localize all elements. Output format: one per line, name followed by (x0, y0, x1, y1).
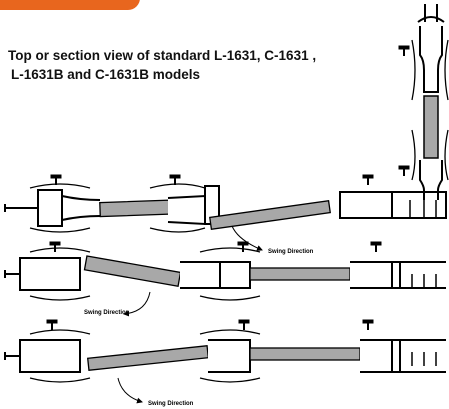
screw-icon (398, 165, 410, 176)
screw-icon (398, 45, 410, 56)
screw-icon (362, 174, 374, 185)
screw-icon (362, 319, 374, 330)
swing-label-2: Swing Direction (84, 310, 130, 316)
screw-icon (50, 174, 62, 185)
screw-icon (169, 174, 181, 185)
swing-label-1: Swing Direction (268, 249, 314, 255)
screw-icon (46, 319, 58, 330)
screw-icon (237, 241, 249, 252)
door-row-1 (4, 183, 447, 233)
door-row-2 (4, 247, 446, 301)
screw-icon (370, 241, 382, 252)
swing-arrow-1 (231, 225, 263, 251)
diagram-title: Top or section view of standard L-1631, … (8, 46, 388, 84)
screw-icon (49, 241, 61, 252)
swing-arrow-2 (123, 291, 151, 317)
screw-icon (238, 319, 250, 330)
title-line-1: Top or section view of standard L-1631, … (8, 48, 317, 63)
title-line-2: L-1631B and C-1631B models (11, 67, 201, 82)
swing-label-3: Swing Direction (148, 401, 194, 407)
brand-tab (0, 0, 140, 10)
vertical-assembly (411, 4, 449, 200)
swing-arrow-3 (117, 377, 143, 404)
door-row-3 (4, 329, 446, 383)
